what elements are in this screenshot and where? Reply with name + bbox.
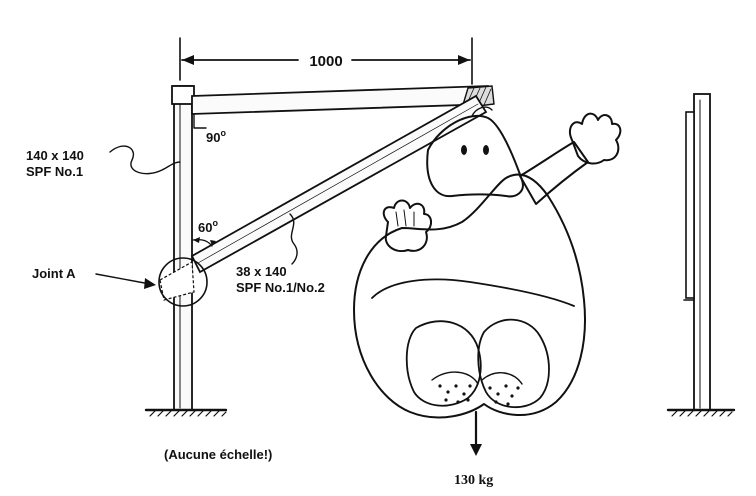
foot-dots: [438, 384, 520, 406]
post-size-line2: SPF No.1: [26, 164, 83, 179]
hanging-character: [353, 106, 622, 419]
load-value: 130 kg: [454, 473, 493, 488]
right-eye: [483, 145, 489, 155]
load-arrow: [470, 410, 482, 456]
angle-60-marker: 60o: [192, 218, 218, 247]
side-view-brace: [685, 111, 695, 299]
angle-90-value: 90o: [206, 128, 226, 145]
character-head: [426, 115, 524, 198]
post-size-label: 140 x 140 SPF No.1: [26, 145, 181, 179]
post-top-cap: [171, 85, 195, 105]
diagonal-brace: [190, 94, 488, 274]
vertical-post: [171, 85, 195, 411]
waving-hand: [568, 112, 622, 165]
brace-size-label: 38 x 140 SPF No.1/No.2: [236, 213, 325, 295]
dimension-arrow-right: [458, 55, 470, 65]
left-eye: [461, 145, 467, 155]
post-leader-line: [109, 145, 181, 175]
left-hand: [382, 199, 432, 252]
joint-a-circle: [158, 257, 208, 307]
dimension-arrow-left: [182, 55, 194, 65]
span-dimension-value: 1000: [309, 53, 342, 70]
span-dimension: 1000: [179, 37, 473, 85]
joint-a-detail: [158, 257, 208, 307]
horizontal-beam: [191, 85, 495, 115]
joint-label-group: Joint A: [32, 266, 156, 289]
ground-hatch-left: [144, 408, 228, 417]
ground-hatch-right: [666, 408, 736, 417]
brace-leader-line: [289, 213, 298, 265]
post-size-line1: 140 x 140: [26, 148, 84, 163]
joint-a-label: Joint A: [32, 266, 76, 281]
side-view-post: [683, 93, 711, 411]
brace-size-line1: 38 x 140: [236, 264, 287, 279]
brace-size-line2: SPF No.1/No.2: [236, 280, 325, 295]
angle-60-value: 60o: [198, 218, 218, 235]
angle-90-marker: 90o: [193, 113, 226, 145]
no-scale-note: (Aucune échelle!): [164, 447, 272, 462]
